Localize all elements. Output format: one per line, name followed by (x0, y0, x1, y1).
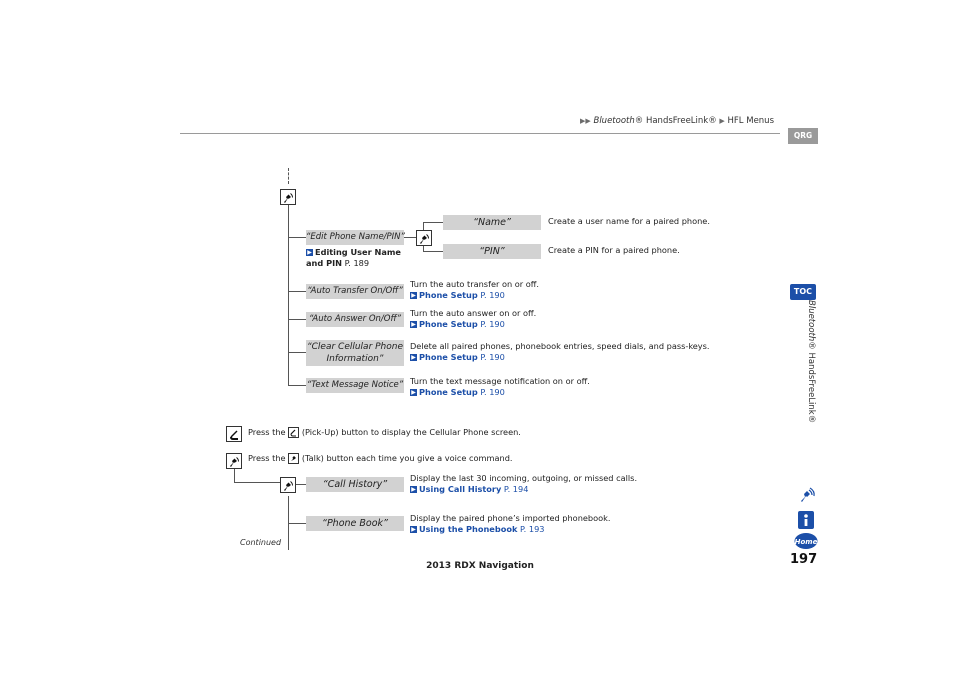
phone-book-desc: Display the paired phone’s imported phon… (410, 513, 610, 535)
pickup-pre: Press the (248, 427, 286, 437)
tree-branch-line (288, 352, 306, 353)
lower-tree-line (234, 482, 280, 483)
ref-arrow-icon: ▶ (410, 486, 417, 493)
subtree-line (423, 245, 424, 252)
talk-inline-icon (288, 453, 300, 464)
pin-desc: Create a PIN for a paired phone. (548, 245, 680, 255)
clear-line2: Information” (326, 354, 384, 364)
home-icon[interactable]: Home (794, 532, 818, 552)
tree-branch-line (288, 319, 306, 320)
name-pill: “Name” (443, 215, 541, 230)
section-side-label[interactable]: Bluetooth® HandsFreeLink® (804, 300, 816, 430)
talk-post: (Talk) button each time you give a voice… (301, 453, 513, 463)
pickup-inline-icon (288, 427, 300, 438)
call-history-pill: “Call History” (306, 477, 404, 492)
talk-icon (226, 453, 242, 469)
auto-transfer-text: Turn the auto transfer on or off. (410, 279, 539, 289)
tree-branch-line (404, 237, 416, 238)
section-label-rest: ® HandsFreeLink® (806, 341, 816, 424)
ref-arrow-icon: ▶ (410, 292, 417, 299)
call-history-text: Display the last 30 incoming, outgoing, … (410, 473, 638, 483)
pickup-icon (226, 426, 242, 442)
clear-cellular-desc: Delete all paired phones, phonebook entr… (410, 341, 710, 363)
clear-line1: “Clear Cellular Phone (306, 342, 404, 352)
call-history-page[interactable]: P. 194 (503, 484, 529, 494)
svg-text:Home: Home (795, 538, 818, 546)
section-label-italic: Bluetooth (806, 300, 816, 342)
talk-instruction: Press the (Talk) button each time you gi… (248, 453, 513, 464)
phone-book-link[interactable]: Using the Phonebook (419, 524, 518, 534)
edit-phone-name-pill: “Edit Phone Name/PIN” (306, 230, 405, 245)
subtree-line (423, 222, 424, 230)
lower-tree-line (234, 468, 235, 482)
qrg-tab[interactable]: QRG (788, 128, 818, 144)
breadcrumb-part3[interactable]: HFL Menus (727, 116, 774, 126)
phone-setup-page[interactable]: P. 190 (480, 352, 505, 362)
continued-label: Continued (240, 538, 282, 547)
clear-text: Delete all paired phones, phonebook entr… (410, 341, 710, 351)
phone-setup-link[interactable]: Phone Setup (419, 290, 478, 300)
phone-book-page[interactable]: P. 193 (520, 524, 545, 534)
clear-cellular-pill: “Clear Cellular Phone Information” (306, 340, 404, 366)
lower-tree-branch (288, 523, 306, 524)
text-message-text: Turn the text message notification on or… (410, 376, 590, 386)
breadcrumb-arrow-icon: ▶ (719, 117, 725, 125)
edit-ref-line2: and PIN (306, 258, 342, 268)
phone-setup-page[interactable]: P. 190 (480, 387, 505, 397)
breadcrumb: ▶▶ Bluetooth® HandsFreeLink® ▶ HFL Menus (580, 116, 774, 126)
edit-ref-line1: Editing User Name (315, 247, 401, 257)
subtree-branch-line (423, 251, 443, 252)
breadcrumb-arrow-icon: ▶▶ (580, 117, 591, 125)
phone-setup-link[interactable]: Phone Setup (419, 387, 478, 397)
tree-branch-line (288, 385, 306, 386)
phone-setup-link[interactable]: Phone Setup (419, 319, 478, 329)
ref-arrow-icon: ▶ (410, 526, 417, 533)
phone-setup-page[interactable]: P. 190 (480, 290, 505, 300)
talk-icon (280, 189, 296, 205)
auto-transfer-desc: Turn the auto transfer on or off. ▶Phone… (410, 279, 539, 301)
header-rule (180, 133, 780, 134)
ref-arrow-icon: ▶ (410, 354, 417, 361)
edit-ref-page[interactable]: P. 189 (344, 258, 370, 268)
talk-icon (280, 477, 296, 493)
breadcrumb-part1[interactable]: Bluetooth (593, 116, 635, 126)
edit-phone-name-ref: ▶Editing User Name and PIN P. 189 (306, 247, 401, 269)
tree-trunk-line (288, 205, 289, 385)
talk-icon (416, 230, 432, 246)
text-message-desc: Turn the text message notification on or… (410, 376, 590, 398)
phone-setup-page[interactable]: P. 190 (480, 319, 505, 329)
ref-arrow-icon: ▶ (306, 249, 313, 256)
phone-book-text: Display the paired phone’s imported phon… (410, 513, 611, 523)
auto-answer-pill: “Auto Answer On/Off” (306, 312, 404, 327)
call-history-desc: Display the last 30 incoming, outgoing, … (410, 473, 637, 495)
subtree-branch-line (423, 222, 443, 223)
pin-pill: “PIN” (443, 244, 541, 259)
ref-arrow-icon: ▶ (410, 389, 417, 396)
tree-dashed-line (288, 168, 289, 184)
auto-answer-desc: Turn the auto answer on or off. ▶Phone S… (410, 308, 536, 330)
tree-branch-line (288, 291, 306, 292)
pickup-post: (Pick-Up) button to display the Cellular… (301, 427, 521, 437)
info-icon[interactable] (796, 510, 816, 530)
lower-tree-branch (296, 484, 306, 485)
breadcrumb-part2[interactable]: ® HandsFreeLink® (634, 116, 717, 126)
name-desc: Create a user name for a paired phone. (548, 216, 710, 226)
ref-arrow-icon: ▶ (410, 321, 417, 328)
pickup-instruction: Press the (Pick-Up) button to display th… (248, 427, 521, 438)
toc-tab[interactable]: TOC (790, 284, 816, 300)
voice-command-index-icon[interactable] (796, 486, 816, 506)
page-number: 197 (790, 552, 818, 567)
text-message-pill: “Text Message Notice” (306, 378, 404, 393)
auto-transfer-pill: “Auto Transfer On/Off” (306, 284, 404, 299)
footer-title: 2013 RDX Navigation (426, 561, 534, 571)
auto-answer-text: Turn the auto answer on or off. (410, 308, 537, 318)
phone-setup-link[interactable]: Phone Setup (419, 352, 478, 362)
talk-pre: Press the (248, 453, 286, 463)
call-history-link[interactable]: Using Call History (419, 484, 502, 494)
phone-book-pill: “Phone Book” (306, 516, 404, 531)
tree-branch-line (288, 237, 306, 238)
